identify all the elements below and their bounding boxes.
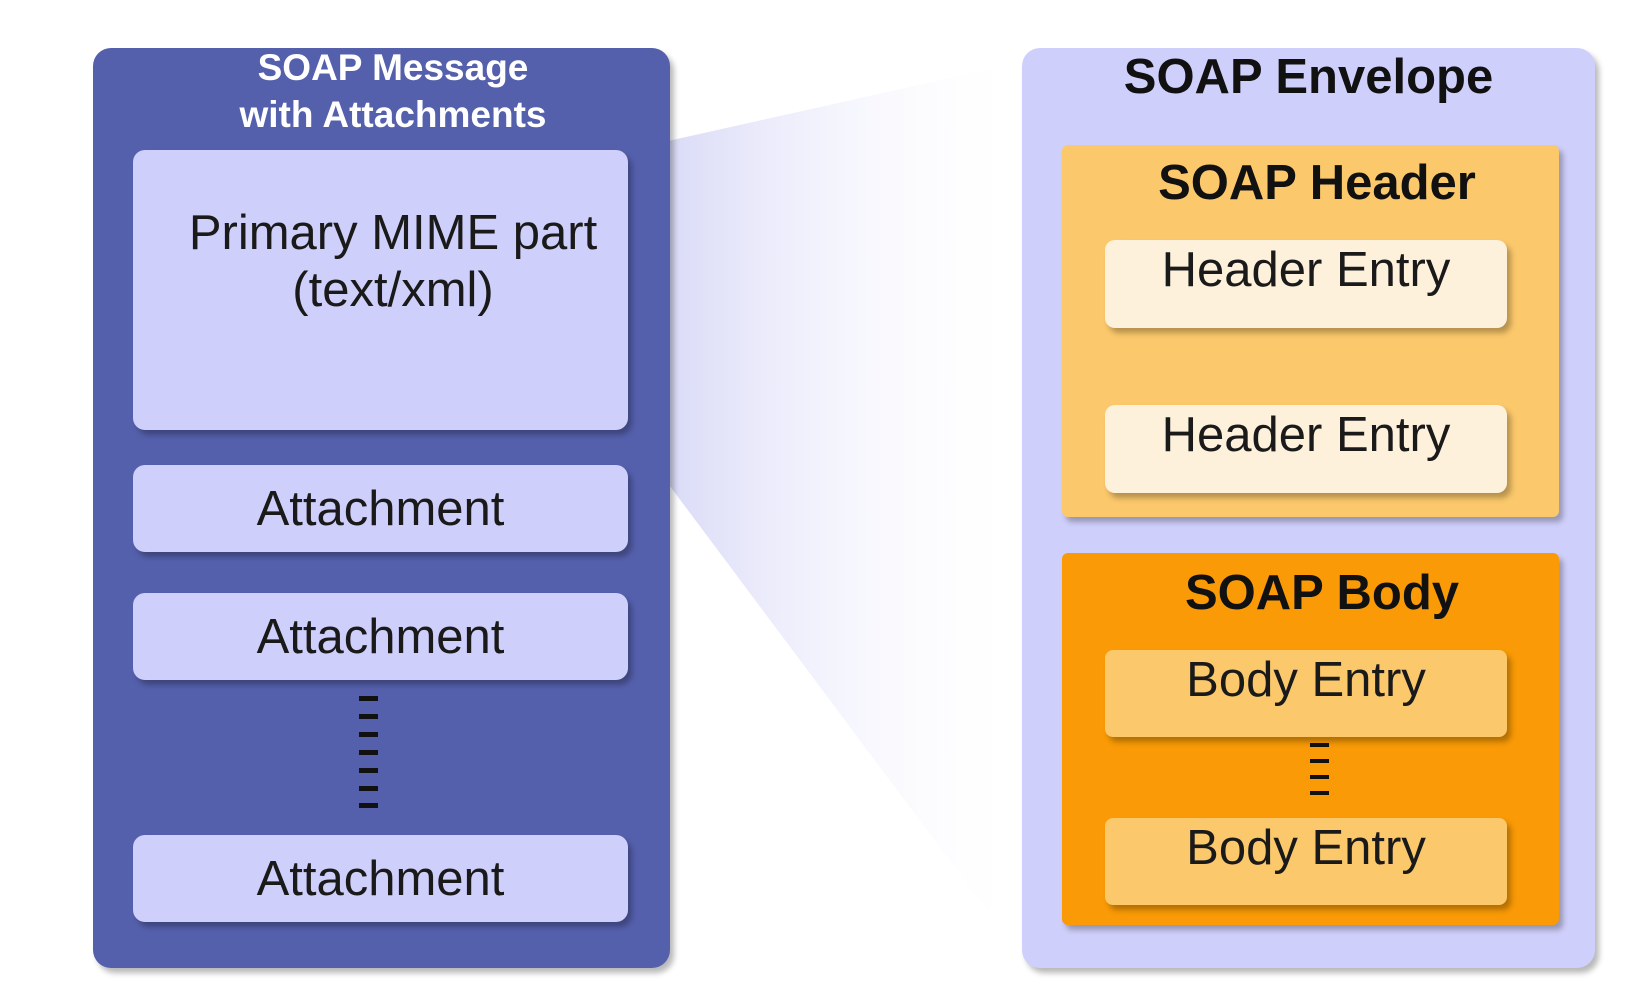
- ellipsis-dash: [359, 750, 378, 755]
- ellipsis-dash: [359, 714, 378, 719]
- header-entry: Header Entry: [1105, 405, 1507, 493]
- ellipsis-dash: [359, 786, 378, 791]
- ellipsis-dash: [1310, 791, 1329, 795]
- soap-header-title: SOAP Header: [1158, 156, 1476, 210]
- soap-message-title: SOAP Message with Attachments: [93, 44, 693, 138]
- body-entry: Body Entry: [1105, 818, 1507, 905]
- attachment-box: Attachment: [133, 835, 628, 922]
- soap-message-title-line1: SOAP Message: [257, 47, 529, 88]
- ellipsis-dash: [359, 768, 378, 773]
- attachment-box: Attachment: [133, 593, 628, 680]
- header-entry: Header Entry: [1105, 240, 1507, 328]
- ellipsis-dash: [1310, 759, 1329, 763]
- soap-message-title-line2: with Attachments: [239, 94, 547, 135]
- attachment-box: Attachment: [133, 465, 628, 552]
- primary-mime-part-label: Primary MIME part (text/xml): [133, 205, 653, 319]
- primary-mime-part-line1: Primary MIME part: [188, 206, 598, 260]
- ellipsis-dash: [359, 732, 378, 737]
- ellipsis-dash: [359, 696, 378, 701]
- primary-mime-part-line2: (text/xml): [292, 263, 494, 317]
- ellipsis-dash: [1310, 743, 1329, 747]
- soap-body-title: SOAP Body: [1184, 566, 1460, 620]
- primary-mime-part-box: [133, 150, 628, 430]
- soap-envelope-title: SOAP Envelope: [1123, 50, 1494, 104]
- body-entry: Body Entry: [1105, 650, 1507, 737]
- ellipsis-dash: [1310, 775, 1329, 779]
- ellipsis-dash: [359, 803, 378, 808]
